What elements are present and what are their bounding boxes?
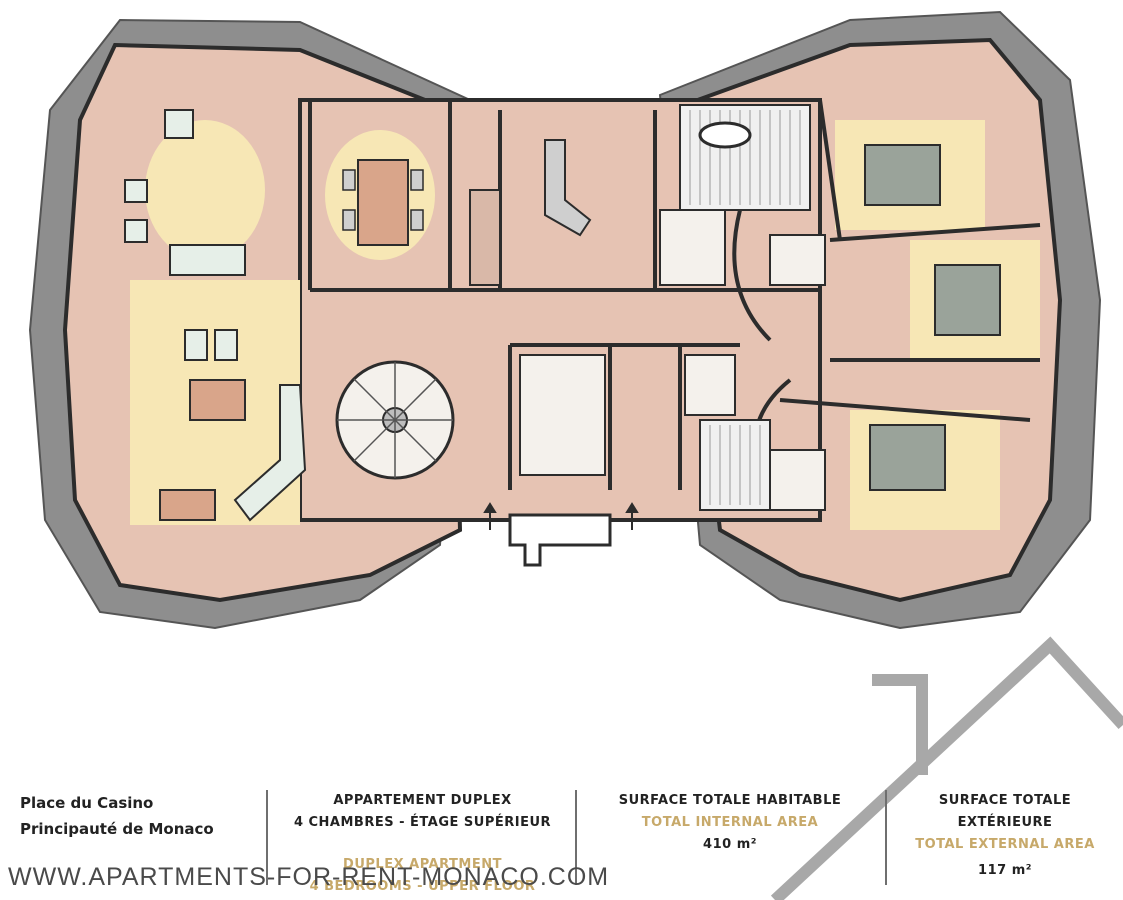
salon-rug	[145, 120, 265, 260]
external-area-label-en: TOTAL EXTERNAL AREA	[915, 837, 1095, 852]
sofa-top	[169, 244, 246, 276]
bathroom-4	[684, 354, 736, 416]
apartment-title-fr: APPARTEMENT DUPLEX	[333, 793, 512, 808]
coffee-table	[189, 379, 246, 421]
apartment-subtitle-fr: 4 CHAMBRES - ÉTAGE SUPÉRIEUR	[293, 815, 552, 830]
armchair-3	[124, 219, 148, 243]
separator-1	[266, 790, 268, 885]
armchair-2	[124, 179, 148, 203]
kitchen-counter	[469, 189, 501, 286]
curved-sofa	[233, 384, 307, 522]
internal-area-label-fr: SURFACE TOTALE HABITABLE	[618, 793, 842, 808]
address-line-1: Place du Casino	[20, 794, 154, 812]
address-block: Place du Casino Principauté de Monaco	[20, 790, 260, 842]
striped-area-2	[699, 419, 771, 511]
bed-3	[869, 424, 946, 491]
interior-walls	[308, 99, 1041, 490]
bed-1	[864, 144, 941, 206]
entry-corridor	[508, 513, 612, 567]
striped-area	[679, 104, 811, 211]
bathroom-5	[769, 449, 826, 511]
apartment-block: APPARTEMENT DUPLEX 4 CHAMBRES - ÉTAGE SU…	[270, 790, 575, 898]
external-area-block: SURFACE TOTALE EXTÉRIEURE TOTAL EXTERNAL…	[890, 790, 1120, 882]
internal-area-value: 410 m²	[703, 837, 757, 852]
desk	[159, 489, 216, 521]
internal-area-label-en: TOTAL INTERNAL AREA	[641, 815, 819, 830]
entry-arrows	[483, 502, 639, 530]
separator-3	[885, 790, 887, 885]
floor-plan	[28, 10, 1102, 630]
external-area-label-fr-1: SURFACE TOTALE	[938, 793, 1072, 808]
dining-chairs	[342, 169, 424, 231]
address-line-2: Principauté de Monaco	[20, 820, 214, 838]
spiral-staircase	[335, 360, 455, 480]
separator-2	[575, 790, 577, 885]
bathtub	[698, 121, 752, 149]
apartment-subtitle-en: 4 BEDROOMS - UPPER FLOOR	[309, 879, 536, 894]
house-logo	[770, 636, 1123, 900]
dining-table	[357, 159, 409, 246]
armchair-5	[214, 329, 238, 361]
internal-area-block: SURFACE TOTALE HABITABLE TOTAL INTERNAL …	[580, 790, 880, 856]
bathroom-3	[769, 234, 826, 286]
bed-2	[934, 264, 1001, 336]
bathroom-2	[659, 209, 726, 286]
kitchen-island	[544, 139, 592, 237]
external-area-value: 117 m²	[978, 863, 1032, 878]
external-area-label-fr-2: EXTÉRIEURE	[957, 815, 1053, 830]
bathroom-1	[519, 354, 606, 476]
apartment-title-en: DUPLEX APARTMENT	[343, 857, 502, 872]
website-watermark: WWW.APARTMENTS-FOR-RENT-MONACO.COM	[8, 863, 610, 891]
armchair-4	[184, 329, 208, 361]
armchair-1	[164, 109, 194, 139]
